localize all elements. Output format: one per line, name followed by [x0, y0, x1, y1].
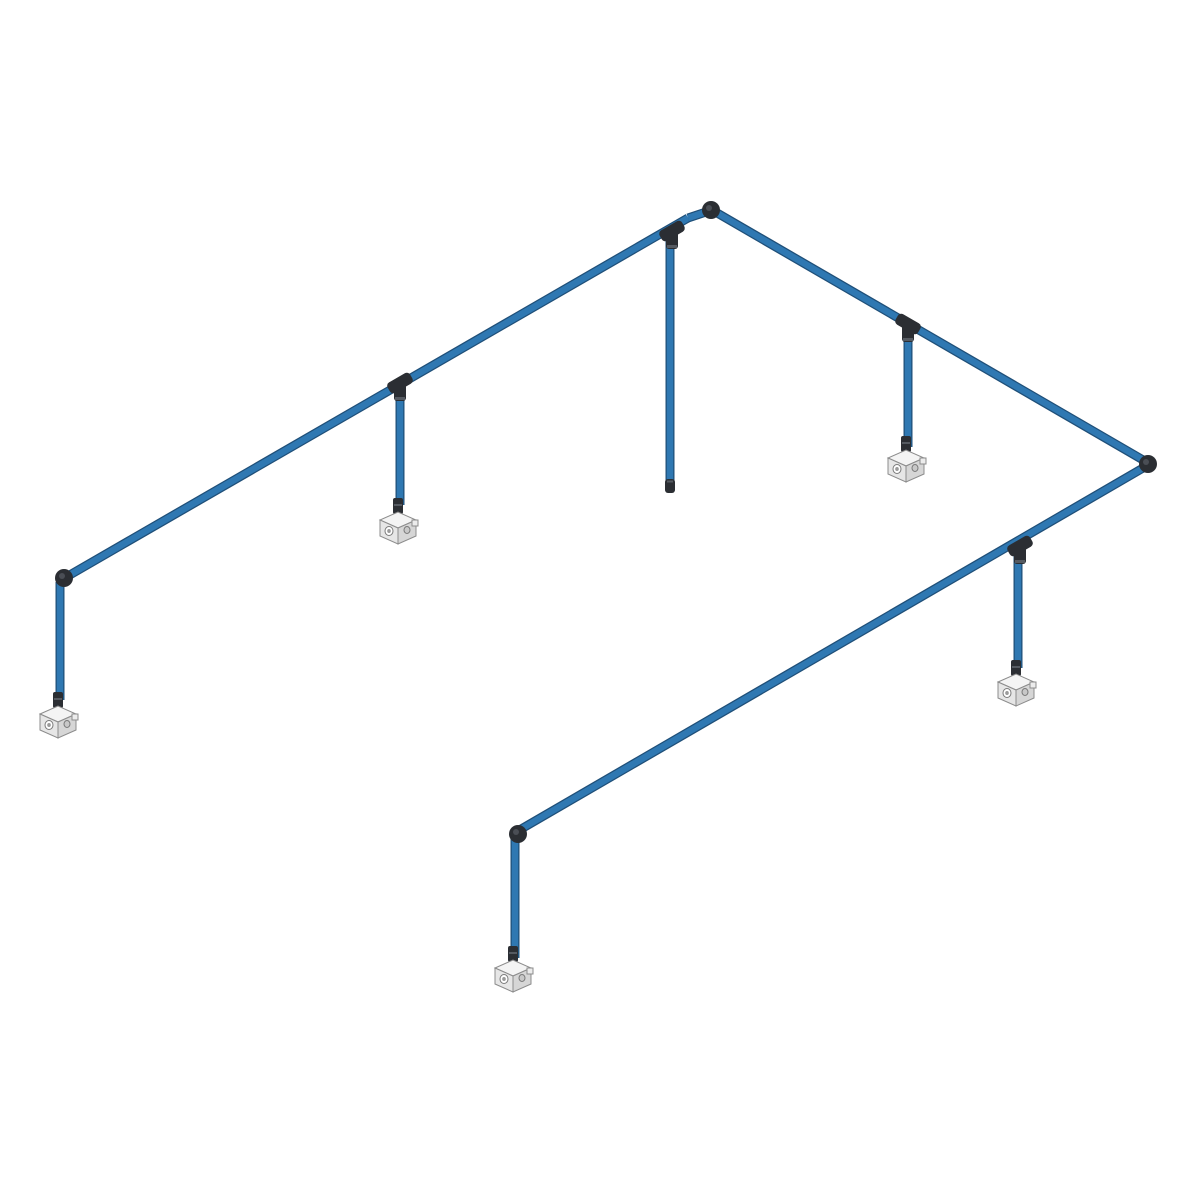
elbow-right-corner — [1139, 455, 1157, 473]
open-drop-end-cap — [665, 479, 675, 493]
tee-center — [659, 220, 685, 249]
tee-left-main — [387, 372, 413, 401]
elbow-left-corner — [55, 569, 73, 587]
outlet-front-corner — [493, 946, 534, 993]
tee-right-main — [895, 313, 921, 342]
pipe-network — [55, 205, 1153, 958]
elbow-front-corner — [509, 825, 527, 843]
fittings-group — [55, 201, 1157, 843]
outlets-group — [38, 436, 1037, 993]
outlet-drop-1 — [378, 498, 419, 545]
pipe-left-main — [65, 214, 691, 580]
pipe-front-main — [513, 460, 1153, 836]
pipe-right-main — [709, 206, 1153, 468]
outlet-front-right — [996, 660, 1037, 707]
outlet-right — [886, 436, 927, 483]
tee-front-main — [1007, 535, 1033, 564]
outlet-left-corner — [38, 692, 79, 739]
elbow-top-corner — [702, 201, 720, 219]
